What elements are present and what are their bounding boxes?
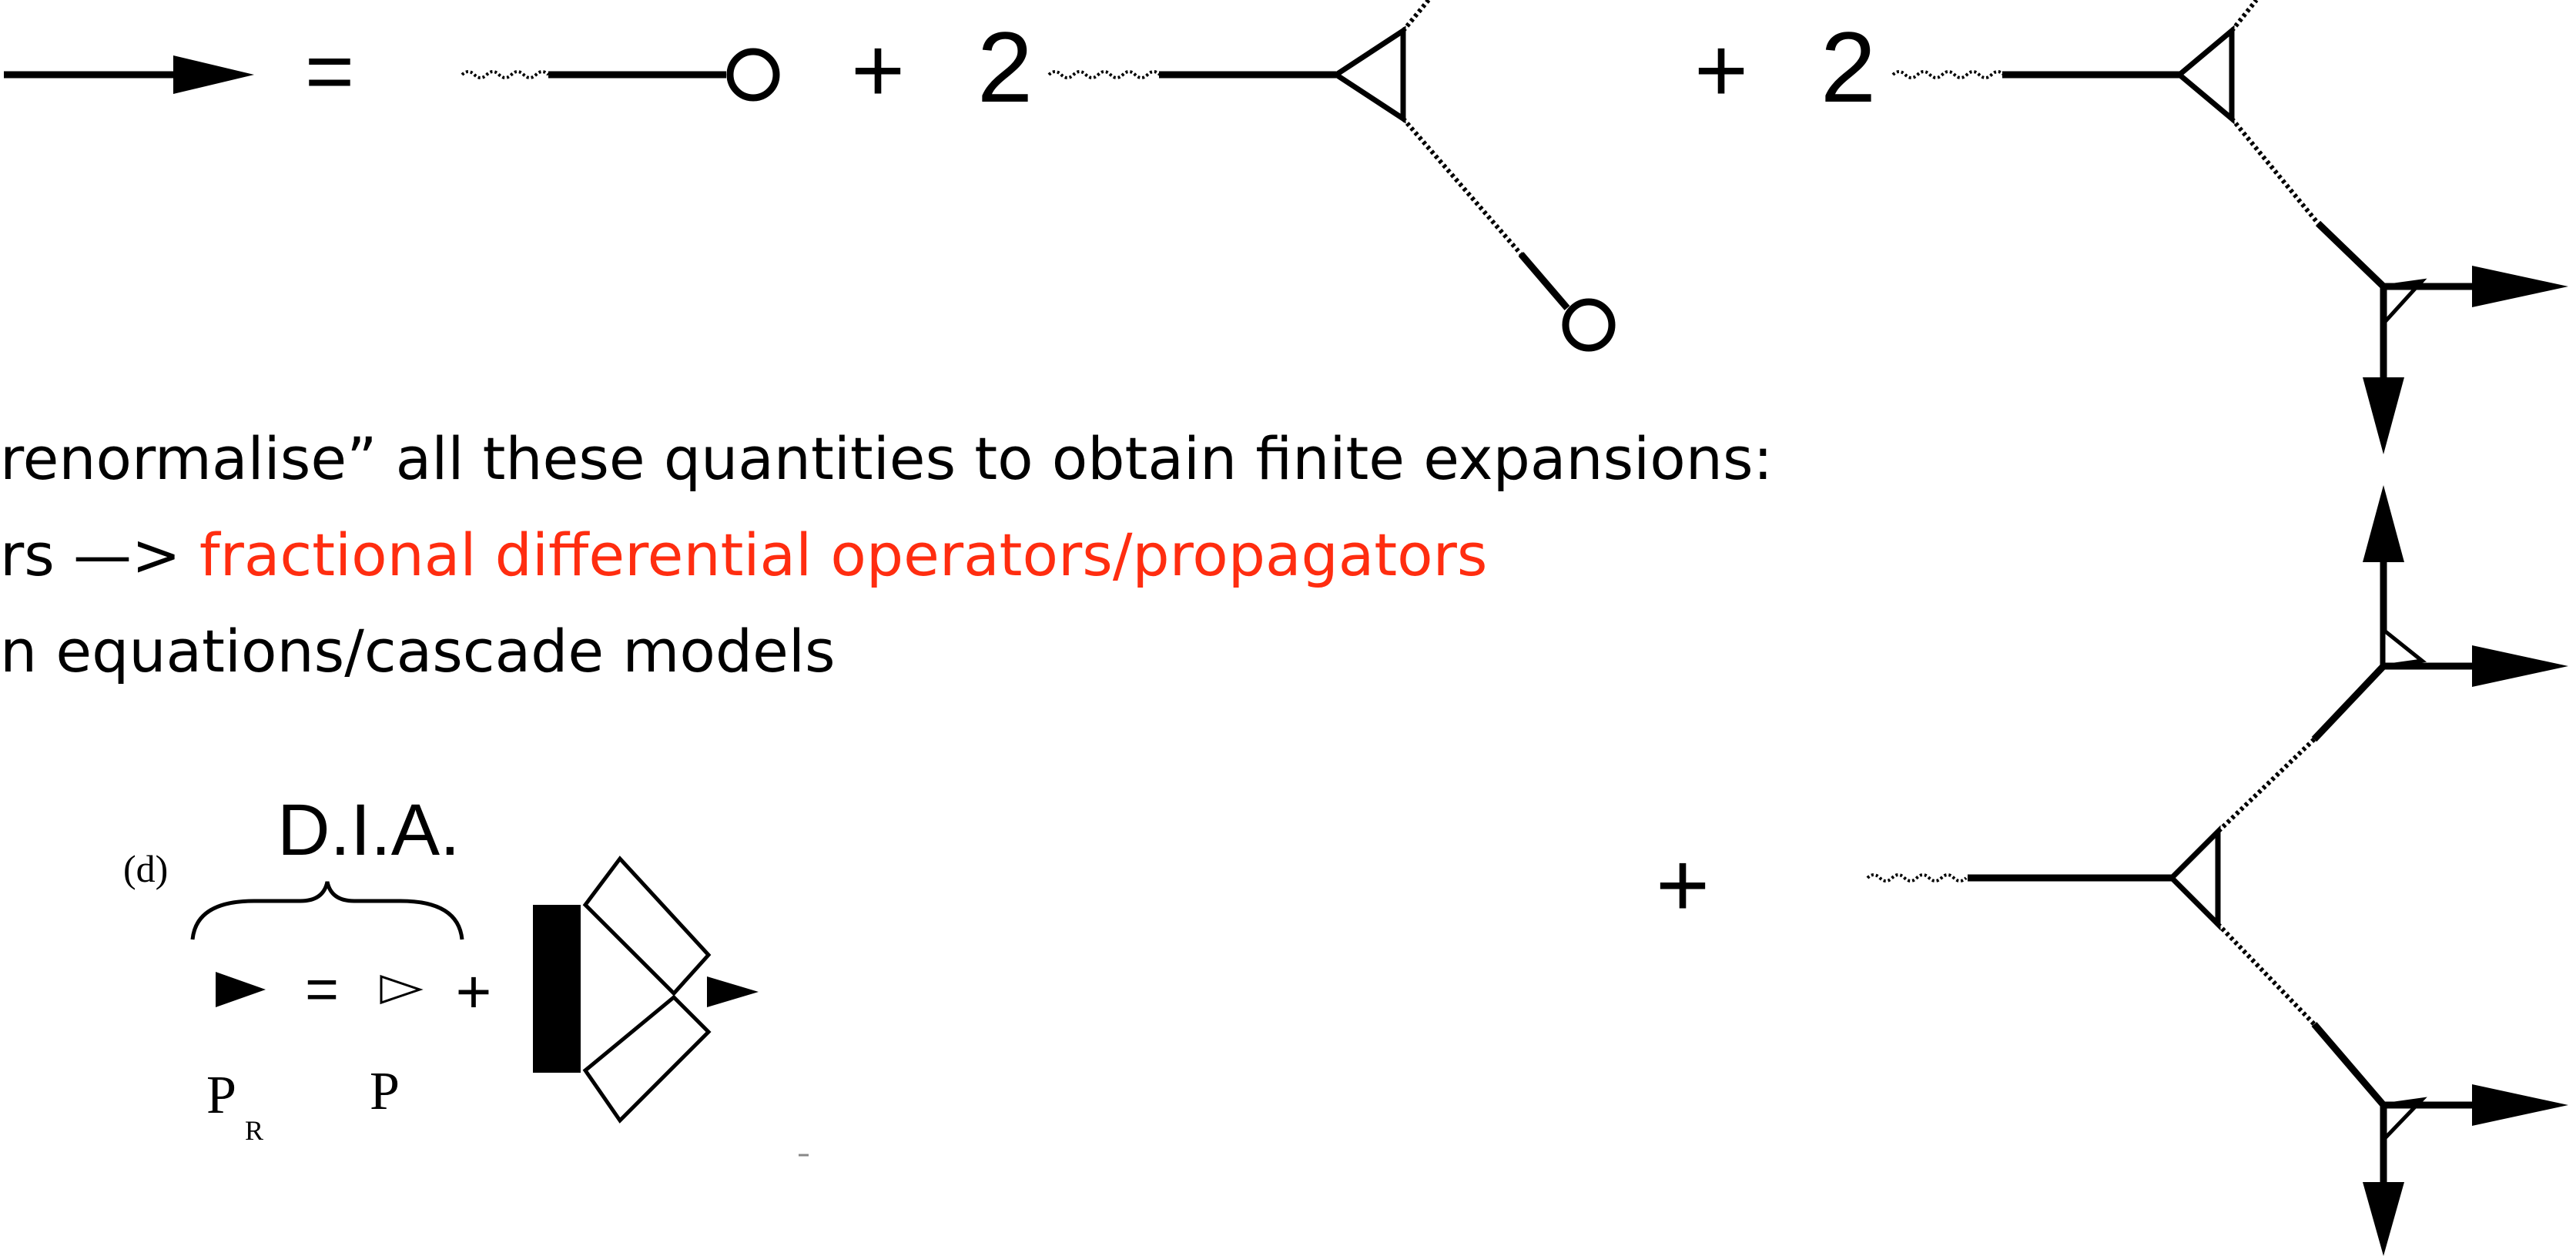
coefficient-2-first: 2 [977, 11, 1033, 123]
dia-upper-propagator-box [582, 856, 712, 996]
dia-bare-triangle [380, 974, 424, 1005]
term-1-diagram [461, 48, 780, 102]
plus-sign-lower: + [1656, 833, 1710, 936]
renormalized-propagator-arrow [4, 55, 254, 94]
vertex-circle [726, 48, 780, 102]
text-line-1: renormalise” all these quantities to obt… [0, 430, 1773, 488]
dia-label-PR-sub: R [245, 1115, 263, 1146]
text-line-2: rs —> fractional differential operators/… [0, 526, 1488, 584]
equals-sign: = [305, 24, 354, 119]
dia-lower-propagator-box [582, 994, 712, 1124]
text-line-2-prefix: rs —> [0, 521, 199, 589]
text-line-1-content: renormalise” all these quantities to obt… [0, 424, 1774, 493]
dia-plus: + [456, 957, 492, 1026]
dia-renormalized-triangle [216, 972, 266, 1007]
plus-sign-1: + [851, 18, 905, 122]
dia-inset-diagram: (d) D.I.A. = + P R P [123, 789, 809, 1157]
term-2-diagram [1047, 0, 1616, 352]
lower-right-diagram: + [1656, 485, 2568, 1256]
plus-sign-2: + [1694, 18, 1748, 122]
coefficient-2-second: 2 [1821, 11, 1876, 123]
dia-label-PR: P [206, 1066, 236, 1125]
text-line-3: n equations/cascade models [0, 622, 836, 681]
text-line-2-highlight: fractional differential operators/propag… [199, 521, 1488, 589]
dia-equals: = [305, 956, 339, 1021]
term-3-diagram [1891, 0, 2568, 454]
dia-label-P: P [370, 1062, 400, 1121]
dia-vertex-block [533, 905, 581, 1073]
dia-title: D.I.A. [277, 789, 461, 871]
text-line-3-content: n equations/cascade models [0, 617, 836, 685]
dia-brace [190, 881, 464, 940]
dia-label-d: (d) [123, 847, 168, 890]
dia-output-triangle [707, 976, 759, 1007]
